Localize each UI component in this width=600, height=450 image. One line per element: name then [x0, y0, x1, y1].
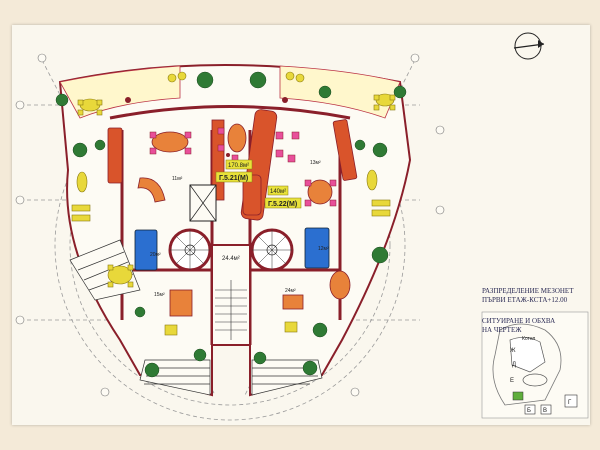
label-area-right: 140м² — [270, 189, 286, 195]
site-letter-e: Е — [510, 378, 514, 384]
label-area-small-left: 15м² — [154, 292, 165, 298]
site-letter-b: Б — [527, 408, 531, 414]
label-area-small-right: 24м² — [285, 288, 296, 294]
dining-tables — [137, 123, 351, 317]
site-plan-inset: Ж Д Е Б В Г Котел — [481, 311, 589, 419]
label-unit-right: Г.5.22(М) — [268, 201, 297, 208]
unit-labels: Г.5.21(М) Г.5.22(М) 170.8м² 140м² 24.4м²… — [150, 159, 329, 298]
kitchen-counters — [107, 109, 358, 221]
chairs — [149, 127, 337, 207]
title-line-2: ПЪРВИ ЕТАЖ-КСТА+12.00 — [482, 296, 568, 304]
label-room-a: 11м² — [172, 176, 183, 182]
stairwell — [189, 184, 251, 346]
column-markers — [125, 97, 288, 157]
site-sign: Котел — [522, 336, 535, 342]
bathrooms — [134, 227, 330, 271]
yellow-furniture — [71, 71, 396, 336]
grid-bubbles — [15, 53, 445, 397]
site-letter-d: Д — [512, 362, 516, 368]
spiral-stairs — [168, 228, 294, 272]
site-letter-zh: Ж — [510, 348, 516, 354]
label-area-stair: 24.4м² — [222, 256, 240, 262]
title-block: РАЗПРЕДЕЛЕНИЕ МЕЗОНЕТ ПЪРВИ ЕТАЖ-КСТА+12… — [482, 287, 592, 335]
site-letter-g: Г — [568, 400, 572, 406]
title-line-4: НА ЧЕРТЕЖ — [482, 326, 522, 334]
label-unit-left: Г.5.21(М) — [219, 175, 248, 182]
site-letter-v: В — [543, 408, 547, 414]
title-line-1: РАЗПРЕДЕЛЕНИЕ МЕЗОНЕТ — [482, 287, 574, 295]
title-line-3: СИТУИРАНЕ И ОБХВА — [482, 317, 556, 325]
label-room-b: 13м² — [310, 160, 321, 166]
north-arrow — [513, 32, 545, 60]
plants — [55, 71, 407, 378]
label-room-d: 12м² — [318, 246, 329, 252]
label-area-left: 170.8м² — [228, 163, 249, 169]
label-room-c: 20м² — [150, 252, 161, 258]
